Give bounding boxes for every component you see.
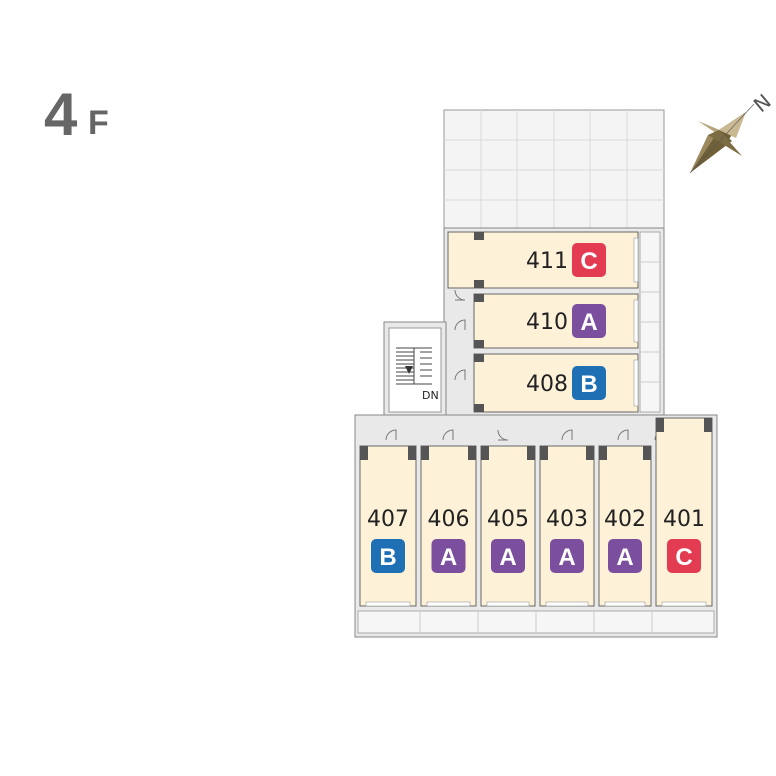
floor-number: 4 — [44, 81, 78, 148]
roof-terrace — [443, 109, 665, 231]
room-number: 401 — [663, 507, 705, 532]
room-type-badge — [550, 539, 584, 573]
floor-suffix: F — [88, 104, 109, 142]
room-type-badge — [491, 539, 525, 573]
room-411: 411 C — [447, 231, 639, 289]
room-number: 408 — [526, 372, 568, 397]
room-type-letter: A — [499, 544, 516, 571]
compass-icon — [689, 103, 755, 174]
room-408: 408 B — [473, 353, 639, 413]
room-number: 405 — [487, 507, 529, 532]
room-number: 406 — [428, 507, 470, 532]
upper-balcony — [639, 231, 661, 413]
room-410: 410 A — [473, 293, 639, 349]
room-type-badge — [572, 304, 606, 338]
corridor-doors — [385, 289, 666, 441]
room-number: 411 — [526, 249, 568, 274]
room-type-badge — [667, 539, 701, 573]
room-type-letter: A — [580, 309, 597, 336]
room-type-badge — [608, 539, 642, 573]
room-type-letter: A — [440, 544, 457, 571]
room-type-letter: B — [379, 544, 396, 571]
room-number: 402 — [604, 507, 646, 532]
room-type-letter: C — [675, 544, 692, 571]
stairwell — [383, 321, 447, 417]
room-number: 407 — [367, 507, 409, 532]
room-number: 410 — [526, 310, 568, 335]
room-type-badge — [572, 366, 606, 400]
stairs-label: DN — [422, 389, 439, 402]
north-label: N — [749, 89, 776, 117]
room-type-badge — [371, 539, 405, 573]
room-type-letter: B — [580, 371, 597, 398]
room-type-letter: C — [580, 248, 597, 275]
room-type-letter: A — [616, 544, 633, 571]
room-number: 403 — [546, 507, 588, 532]
room-type-badge — [572, 243, 606, 277]
lower-balcony — [357, 610, 715, 634]
room-type-badge — [431, 539, 466, 573]
room-type-letter: A — [558, 544, 575, 571]
